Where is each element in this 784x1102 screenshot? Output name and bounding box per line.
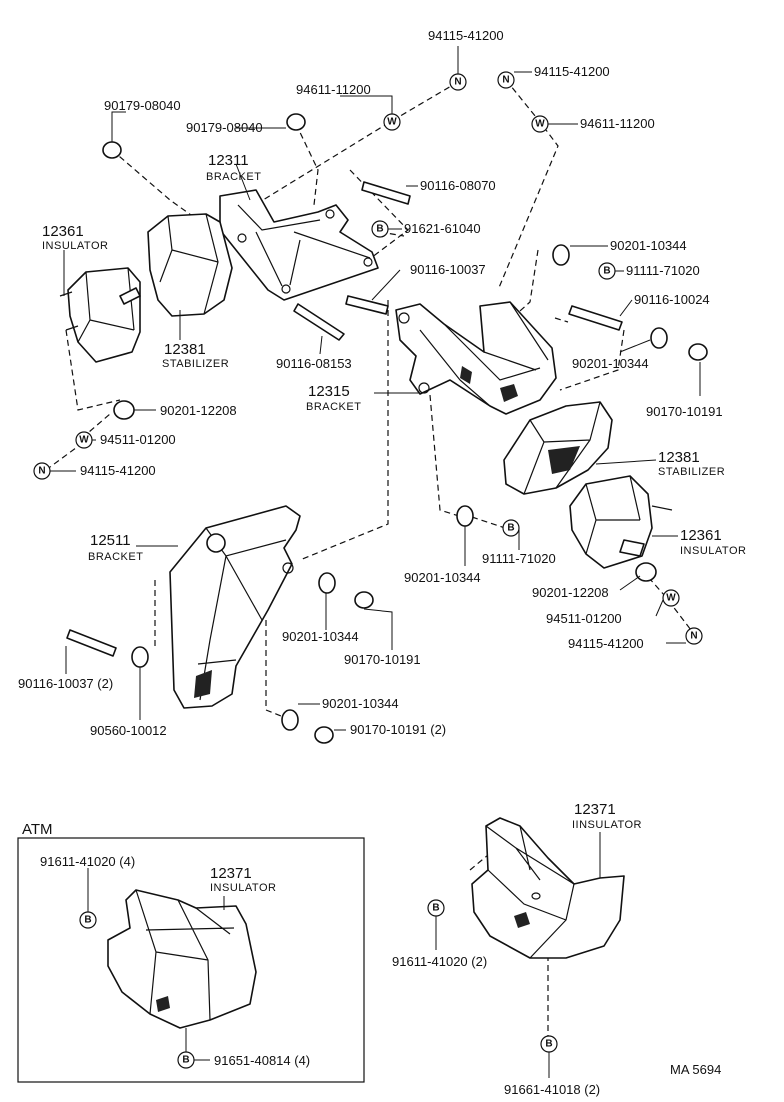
- part-number-label: 91111-71020: [482, 551, 556, 566]
- svg-text:W: W: [387, 117, 397, 128]
- part-number-label: 91611-41020 (2): [392, 954, 487, 969]
- part-name-label: STABILIZER: [162, 358, 229, 370]
- part-number-label: 94611-11200: [296, 82, 371, 97]
- part-number-label: 90179-08040: [186, 120, 263, 135]
- svg-text:W: W: [535, 119, 545, 130]
- part-number-label: 12315: [308, 383, 350, 400]
- svg-text:B: B: [376, 224, 383, 235]
- part-number-label: 90560-10012: [90, 723, 167, 738]
- part-number-label: 94611-11200: [580, 116, 655, 131]
- nut-symbol: N: [449, 73, 467, 91]
- part-number-label: 90116-10024: [634, 292, 710, 307]
- bracket-12315-shape: [395, 301, 557, 415]
- washer-symbol: W: [662, 589, 680, 607]
- part-number-label: 12371: [210, 865, 252, 882]
- bolt-symbol: B: [371, 220, 389, 238]
- insulator-12361-left-shape: [59, 267, 141, 363]
- part-number-label: 90170-10191: [646, 404, 723, 419]
- washer-symbol: W: [383, 113, 401, 131]
- washer-symbol: W: [75, 431, 93, 449]
- svg-text:B: B: [507, 523, 514, 534]
- svg-text:N: N: [502, 75, 509, 86]
- stabilizer-12381-right-shape: [503, 401, 613, 495]
- part-number-label: 94115-41200: [534, 64, 610, 79]
- part-name-label: INSULATOR: [210, 882, 276, 894]
- part-number-label: 12381: [164, 341, 206, 358]
- part-number-label: 90170-10191: [344, 652, 421, 667]
- part-number-label: 90201-10344: [610, 238, 687, 253]
- svg-text:B: B: [84, 915, 91, 926]
- part-number-label: 90116-08070: [420, 178, 496, 193]
- bolt-symbol: B: [177, 1051, 195, 1069]
- part-name-label: BRACKET: [206, 171, 261, 183]
- part-number-label: 91111-71020: [626, 263, 700, 278]
- bolt-symbol: B: [598, 262, 616, 280]
- part-name-label: BRACKET: [306, 401, 361, 413]
- bolt-symbol: B: [427, 899, 445, 917]
- svg-text:B: B: [545, 1039, 552, 1050]
- part-number-label: 94115-41200: [428, 28, 504, 43]
- bolt-symbol: B: [502, 519, 520, 537]
- part-name-label: INSULATOR: [680, 545, 746, 557]
- diagram-code: MA 5694: [670, 1062, 721, 1077]
- part-name-label: STABILIZER: [658, 466, 725, 478]
- bolt-symbol: B: [540, 1035, 558, 1053]
- svg-text:W: W: [666, 593, 676, 604]
- part-number-label: 94115-41200: [568, 636, 644, 651]
- part-number-label: 91661-41018 (2): [504, 1082, 600, 1097]
- part-number-label: 91651-40814 (4): [214, 1053, 310, 1068]
- insulator-12371-atm-shape: [107, 889, 257, 1029]
- studs: [66, 181, 623, 657]
- part-number-label: 90116-10037 (2): [18, 676, 113, 691]
- svg-text:N: N: [454, 77, 461, 88]
- part-number-label: 90201-10344: [282, 629, 359, 644]
- part-number-label: 12511: [90, 532, 131, 549]
- part-number-label: 94115-41200: [80, 463, 156, 478]
- washer-symbol: W: [531, 115, 549, 133]
- part-number-label: 90201-10344: [404, 570, 481, 585]
- part-number-label: 90201-12208: [532, 585, 609, 600]
- nut-symbol: N: [33, 462, 51, 480]
- part-number-label: 12361: [42, 223, 84, 240]
- svg-text:W: W: [79, 435, 89, 446]
- part-number-label: 12381: [658, 449, 700, 466]
- svg-text:N: N: [690, 631, 697, 642]
- atm-section-frame: [17, 837, 365, 1083]
- part-number-label: 90170-10191 (2): [350, 722, 446, 737]
- part-name-label: BRACKET: [88, 551, 143, 563]
- svg-text:B: B: [182, 1055, 189, 1066]
- part-number-label: 90201-12208: [160, 403, 237, 418]
- bolt-symbol: B: [79, 911, 97, 929]
- leader-lines: [50, 46, 701, 1078]
- part-number-label: 91611-41020 (4): [40, 854, 135, 869]
- part-number-label: 90116-08153: [276, 356, 352, 371]
- stabilizer-12381-left-shape: [147, 213, 233, 317]
- part-number-label: 91621-61040: [404, 221, 481, 236]
- part-name-label: IINSULATOR: [572, 819, 642, 831]
- part-labels: 94115-41200 94115-41200 94611-11200 9461…: [18, 28, 746, 1097]
- nut-symbol: N: [497, 71, 515, 89]
- bracket-12311-shape: [219, 189, 379, 301]
- part-number-label: 90201-10344: [322, 696, 399, 711]
- part-number-label: 90201-10344: [572, 356, 649, 371]
- atm-section-title: ATM: [22, 821, 53, 838]
- part-number-label: 94511-01200: [546, 611, 622, 626]
- part-name-label: INSULATOR: [42, 240, 108, 252]
- part-number-label: 94511-01200: [100, 432, 176, 447]
- nut-symbol: N: [685, 627, 703, 645]
- part-number-label: 90116-10037: [410, 262, 486, 277]
- svg-text:B: B: [432, 903, 439, 914]
- part-number-label: 12311: [208, 152, 249, 169]
- bracket-12511-shape: [169, 505, 301, 709]
- svg-text:B: B: [603, 266, 610, 277]
- part-number-label: 12361: [680, 527, 722, 544]
- part-number-label: 90179-08040: [104, 98, 181, 113]
- svg-text:N: N: [38, 466, 45, 477]
- insulator-12371-shape: [471, 817, 625, 959]
- part-number-label: 12371: [574, 801, 616, 818]
- insulator-12361-right-shape: [569, 475, 673, 569]
